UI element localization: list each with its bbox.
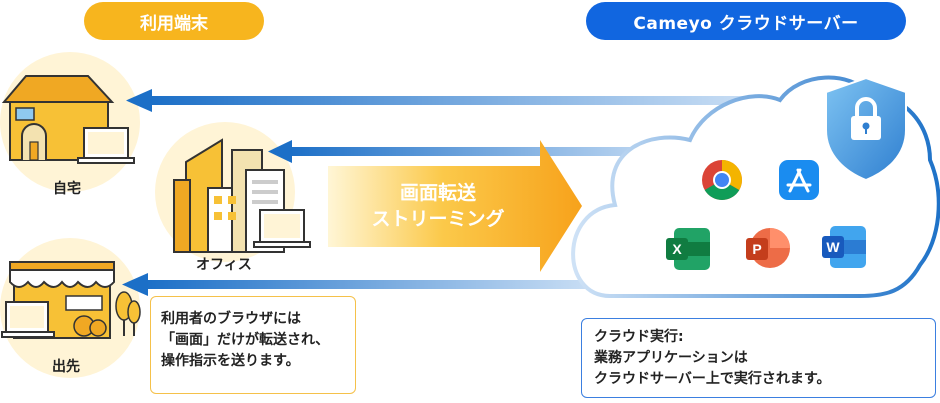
cloud-note-line2: 業務アプリケーションは <box>594 350 748 366</box>
word-icon: W <box>822 226 866 268</box>
powerpoint-letter: P <box>752 241 761 257</box>
office-laptop-icon <box>253 209 311 248</box>
app-store-icon <box>779 160 819 200</box>
home-laptop-icon <box>77 127 135 164</box>
cloud-note-line3: クラウドサーバー上で実行されます。 <box>594 371 831 387</box>
office-label: オフィス <box>196 257 252 273</box>
devices-header: 利用端末 <box>84 2 264 40</box>
user-browser-note: 利用者のブラウザには 「画面」だけが転送され、 操作指示を送ります。 <box>150 296 356 394</box>
outside-label: 出先 <box>52 359 80 375</box>
screen-transfer-arrows <box>122 89 770 296</box>
excel-icon: X <box>666 228 710 270</box>
cloud-server-header: Cameyo クラウドサーバー <box>586 2 906 40</box>
streaming-arrow <box>328 140 582 272</box>
word-letter: W <box>826 239 840 255</box>
shop-tree-icon <box>115 291 141 336</box>
chrome-icon <box>702 160 742 200</box>
streaming-label-line1: 画面転送 <box>399 182 476 204</box>
cloud-execution-note: クラウド実行: 業務アプリケーションは クラウドサーバー上で実行されます。 <box>581 318 936 398</box>
excel-letter: X <box>672 241 682 257</box>
user-note-line2: 「画面」だけが転送され、 <box>161 332 330 348</box>
shop-laptop-icon <box>1 301 55 338</box>
streaming-label-line2: ストリーミング <box>371 208 505 230</box>
home-label: 自宅 <box>53 181 81 197</box>
cloud-note-line1: クラウド実行: <box>594 329 684 345</box>
office-buildings-icon <box>173 138 285 253</box>
user-note-line1: 利用者のブラウザには <box>161 311 301 327</box>
user-note-line3: 操作指示を送ります。 <box>161 353 300 369</box>
powerpoint-icon: P <box>746 228 790 268</box>
streaming-label: 画面転送 ストリーミング <box>358 180 518 232</box>
security-shield-icon <box>825 76 907 182</box>
